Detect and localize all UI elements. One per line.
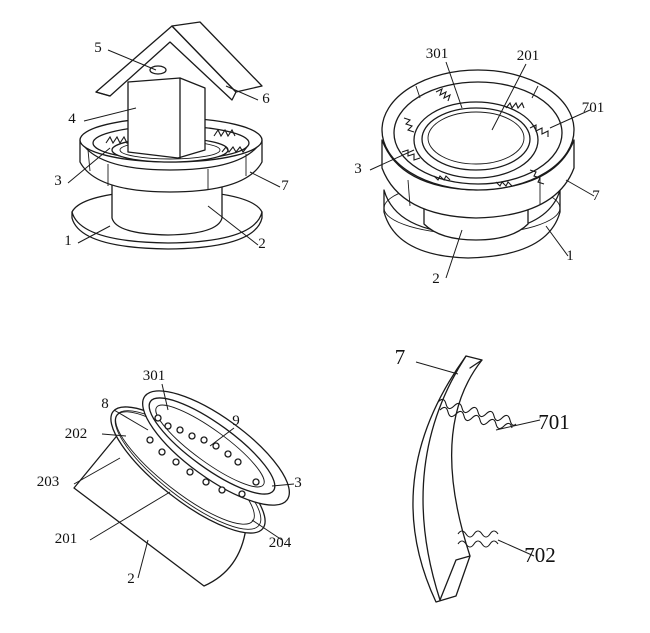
figure-curved-plate-with-springs (412, 355, 541, 603)
lower-spring (457, 530, 535, 557)
upper-spring (437, 398, 541, 431)
part-label-301: 301 (426, 46, 449, 62)
part-label-301: 301 (143, 368, 166, 384)
radial-springs (401, 87, 549, 187)
part-label-7: 7 (395, 345, 406, 369)
part-label-201: 201 (517, 48, 540, 64)
figure-3-leader-lines (73, 383, 295, 579)
part-label-2: 2 (127, 571, 135, 587)
part-label-3: 3 (54, 173, 62, 189)
part-label-204: 204 (269, 535, 292, 551)
part-label-203: 203 (37, 474, 60, 490)
part-label-201: 201 (55, 531, 78, 547)
part-label-702: 702 (524, 543, 556, 567)
part-label-1: 1 (566, 248, 574, 264)
part-label-202: 202 (65, 426, 88, 442)
ball-bearings (146, 414, 260, 498)
curved-plate (412, 355, 483, 603)
gable-roof (95, 21, 263, 101)
part-label-6: 6 (262, 91, 270, 107)
figure-base-ring-assembly (369, 61, 595, 279)
figure-4-leader-lines (415, 361, 459, 375)
part-label-7: 7 (281, 178, 289, 194)
part-label-9: 9 (232, 413, 240, 429)
figure-2-leader-lines (369, 61, 595, 279)
part-label-7: 7 (592, 188, 600, 204)
bearing-ring (142, 390, 290, 506)
ring-springs (105, 128, 248, 153)
part-label-5: 5 (94, 40, 102, 56)
part-label-701: 701 (582, 100, 605, 116)
square-column (127, 77, 206, 159)
part-label-1: 1 (64, 233, 72, 249)
part-label-3: 3 (294, 475, 302, 491)
part-label-701: 701 (538, 410, 570, 434)
part-label-3: 3 (354, 161, 362, 177)
part-label-8: 8 (101, 396, 109, 412)
figure-exploded-ring-and-cylinder (73, 383, 295, 587)
part-label-4: 4 (68, 111, 76, 127)
inner-ring (413, 101, 539, 179)
part-label-2: 2 (258, 236, 266, 252)
figure-1-leader-lines (67, 49, 281, 246)
figure-assembly-with-roof (67, 21, 281, 250)
part-label-2: 2 (432, 271, 440, 287)
part-number-labels: 5 6 4 3 7 1 2 301 201 701 3 7 1 2 301 8 9 202 203 3 201 204 2 7… (37, 40, 605, 587)
